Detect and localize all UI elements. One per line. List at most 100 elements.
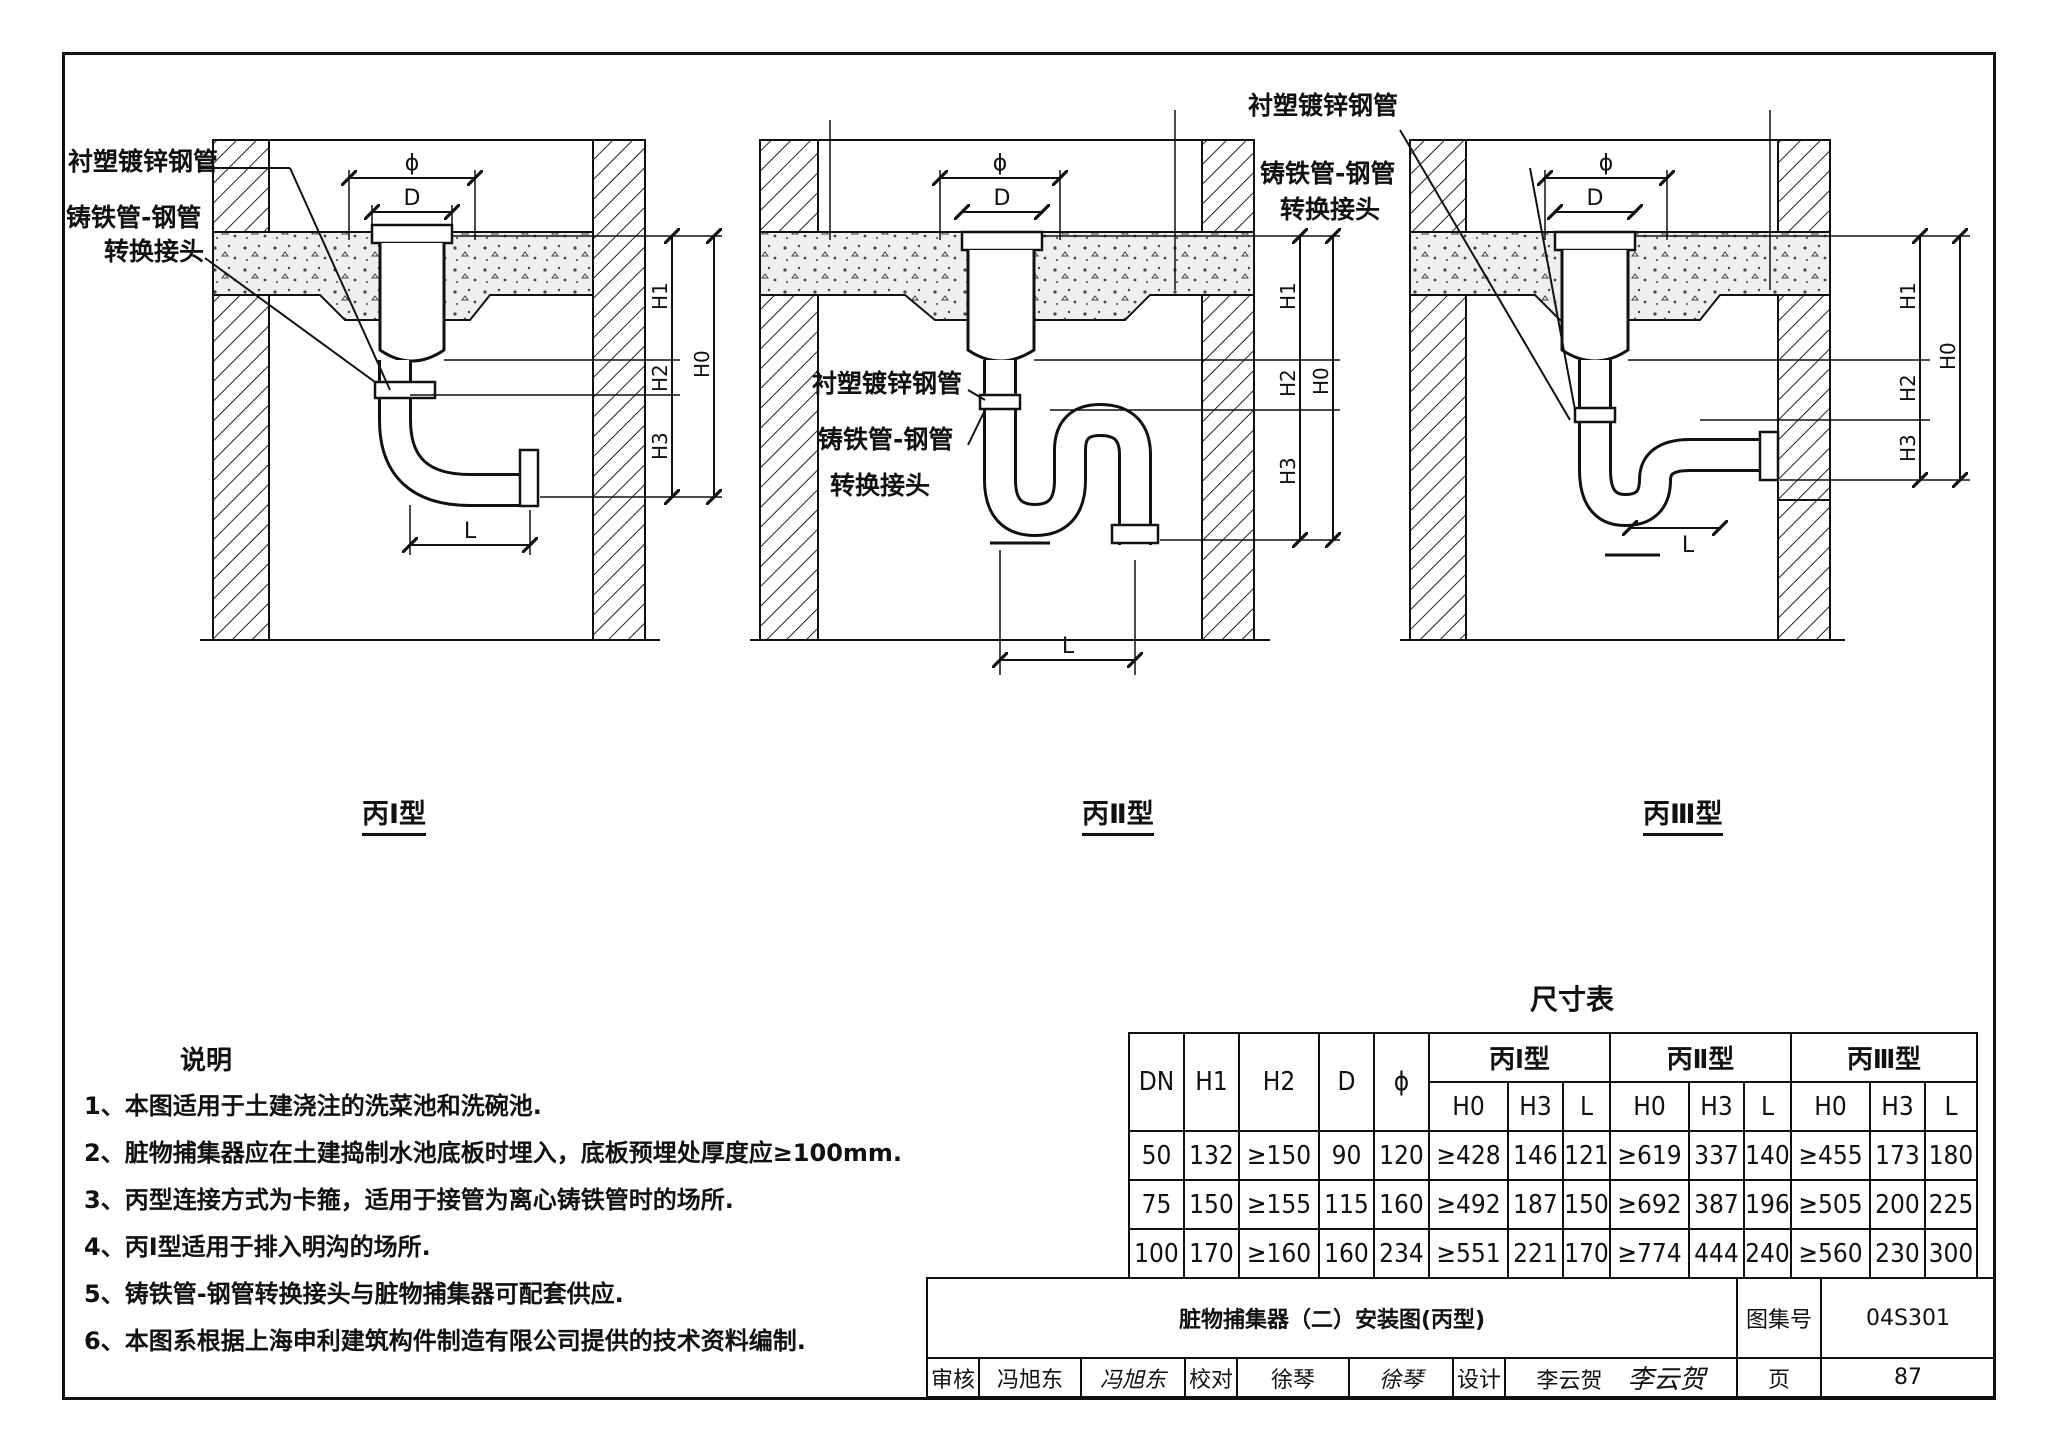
cell: 170 [1562, 1228, 1611, 1279]
dim-d-2: D [994, 186, 1011, 211]
table-subheader-row: H0 H3 L H0 H3 L H0 H3 L [1129, 1081, 1978, 1132]
header-h3: H3 [1507, 1081, 1564, 1132]
designer-name: 李云贺 [1536, 1369, 1603, 1394]
cell: 160 [1373, 1179, 1430, 1230]
check-label: 校对 [1184, 1357, 1238, 1398]
notes: 说明 1、本图适用于土建浇注的洗菜池和洗碗池. 2、脏物捕集器应在土建捣制水池底… [84, 1040, 924, 1365]
header-l: L [1562, 1081, 1611, 1132]
designer-signature: 李云贺 [1627, 1365, 1706, 1395]
atlas-number: 04S301 [1820, 1277, 1996, 1359]
cell: ≥492 [1428, 1179, 1509, 1230]
cell: 140 [1743, 1130, 1792, 1181]
notes-title: 说明 [180, 1046, 233, 1076]
dim-h1-2: H1 [1276, 282, 1300, 310]
drawing-type-2 [750, 110, 1340, 675]
cell: 100 [1128, 1228, 1185, 1279]
cell: 75 [1128, 1179, 1185, 1230]
cell: 200 [1869, 1179, 1926, 1230]
dim-l-1: L [464, 519, 477, 544]
cell: ≥150 [1238, 1130, 1320, 1181]
cell: 187 [1507, 1179, 1564, 1230]
table-header-row: DN H1 H2 D ϕ 丙Ⅰ型 丙Ⅱ型 丙Ⅲ型 [1128, 1032, 1978, 1132]
header-d: D [1318, 1032, 1375, 1132]
cell: ≥155 [1238, 1179, 1320, 1230]
reviewer-signature: 冯旭东 [1080, 1357, 1186, 1398]
cell: 132 [1183, 1130, 1240, 1181]
page-label: 页 [1736, 1357, 1822, 1398]
header-group-3: 丙Ⅲ型 [1790, 1032, 1978, 1083]
header-h3: H3 [1688, 1081, 1745, 1132]
note-item: 3、丙型连接方式为卡箍，适用于接管为离心铸铁管时的场所. [84, 1186, 734, 1214]
cell: 121 [1562, 1130, 1611, 1181]
dim-phi-2: ϕ [993, 151, 1008, 176]
cell: ≥774 [1609, 1228, 1690, 1279]
review-label: 审核 [926, 1357, 980, 1398]
note-item: 4、丙Ⅰ型适用于排入明沟的场所. [84, 1233, 431, 1261]
label-adapter-2b: 转换接头 [830, 471, 931, 500]
note-item: 5、铸铁管-钢管转换接头与脏物捕集器可配套供应. [84, 1280, 624, 1308]
dim-d-3: D [1587, 186, 1604, 211]
checker-name: 徐琴 [1236, 1357, 1350, 1398]
dimension-table: DN H1 H2 D ϕ 丙Ⅰ型 丙Ⅱ型 丙Ⅲ型 H0 H3 L H0 H3 L… [1128, 1032, 1978, 1279]
dim-h0-1: H0 [690, 350, 714, 378]
label-lined-pipe-2: 衬塑镀锌钢管 [812, 369, 963, 398]
label-lined-pipe-1: 衬塑镀锌钢管 [68, 147, 219, 176]
cell: 444 [1688, 1228, 1745, 1279]
dim-h1-1: H1 [648, 282, 672, 310]
cell: 173 [1869, 1130, 1926, 1181]
design-label: 设计 [1452, 1357, 1506, 1398]
atlas-label: 图集号 [1736, 1277, 1822, 1359]
cell: 240 [1743, 1228, 1792, 1279]
label-adapter-1b: 转换接头 [104, 237, 205, 266]
header-dn: DN [1128, 1032, 1185, 1132]
caption-type-1: 丙Ⅰ型 [362, 792, 427, 836]
cell: 150 [1183, 1179, 1240, 1230]
header-l: L [1743, 1081, 1792, 1132]
cell: 146 [1507, 1130, 1564, 1181]
dim-h3-1: H3 [648, 432, 672, 460]
page-number: 87 [1820, 1357, 1996, 1398]
cell: ≥692 [1609, 1179, 1690, 1230]
dim-h0-2: H0 [1309, 367, 1333, 395]
drawing-type-1 [200, 139, 722, 641]
header-phi: ϕ [1373, 1032, 1430, 1132]
cell: 225 [1924, 1179, 1978, 1230]
cell: 170 [1183, 1228, 1240, 1279]
note-item: 2、脏物捕集器应在土建捣制水池底板时埋入，底板预埋处厚度应≥100mm. [84, 1139, 903, 1167]
cell: ≥455 [1790, 1130, 1871, 1181]
cell: 196 [1743, 1179, 1792, 1230]
dim-phi-1: ϕ [405, 151, 420, 176]
checker-signature: 徐琴 [1348, 1357, 1454, 1398]
dim-l-2: L [1062, 634, 1075, 659]
label-adapter-3b: 转换接头 [1280, 195, 1381, 224]
title-block: 脏物捕集器（二）安装图(丙型) 图集号 04S301 审核 冯旭东 冯旭东 校对… [926, 1277, 1996, 1398]
label-adapter-1a: 铸铁管-钢管 [66, 203, 202, 232]
drawing-title: 脏物捕集器（二）安装图(丙型) [926, 1277, 1738, 1359]
dim-h1-3: H1 [1896, 282, 1920, 310]
cell: 230 [1869, 1228, 1926, 1279]
drawing-type-3 [1399, 110, 1970, 641]
header-h0: H0 [1609, 1081, 1690, 1132]
drawing-frame [62, 52, 1996, 1400]
dim-l-3: L [1682, 533, 1695, 558]
header-group-1: 丙Ⅰ型 [1428, 1032, 1611, 1083]
note-item: 6、本图系根据上海申利建筑构件制造有限公司提供的技术资料编制. [84, 1327, 806, 1355]
cell: 180 [1924, 1130, 1978, 1181]
label-adapter-2a: 铸铁管-钢管 [818, 425, 954, 454]
table-title: 尺寸表 [1530, 983, 1615, 1016]
cell: 160 [1318, 1228, 1375, 1279]
header-h3: H3 [1869, 1081, 1926, 1132]
cell: ≥551 [1428, 1228, 1509, 1279]
cell: 387 [1688, 1179, 1745, 1230]
label-adapter-3a: 铸铁管-钢管 [1260, 159, 1396, 188]
caption-type-2: 丙Ⅱ型 [1082, 792, 1154, 836]
cell: 115 [1318, 1179, 1375, 1230]
dim-h3-2: H3 [1276, 457, 1300, 485]
header-h0: H0 [1428, 1081, 1509, 1132]
reviewer-name: 冯旭东 [978, 1357, 1082, 1398]
cell: ≥428 [1428, 1130, 1509, 1181]
cell: 120 [1373, 1130, 1430, 1181]
